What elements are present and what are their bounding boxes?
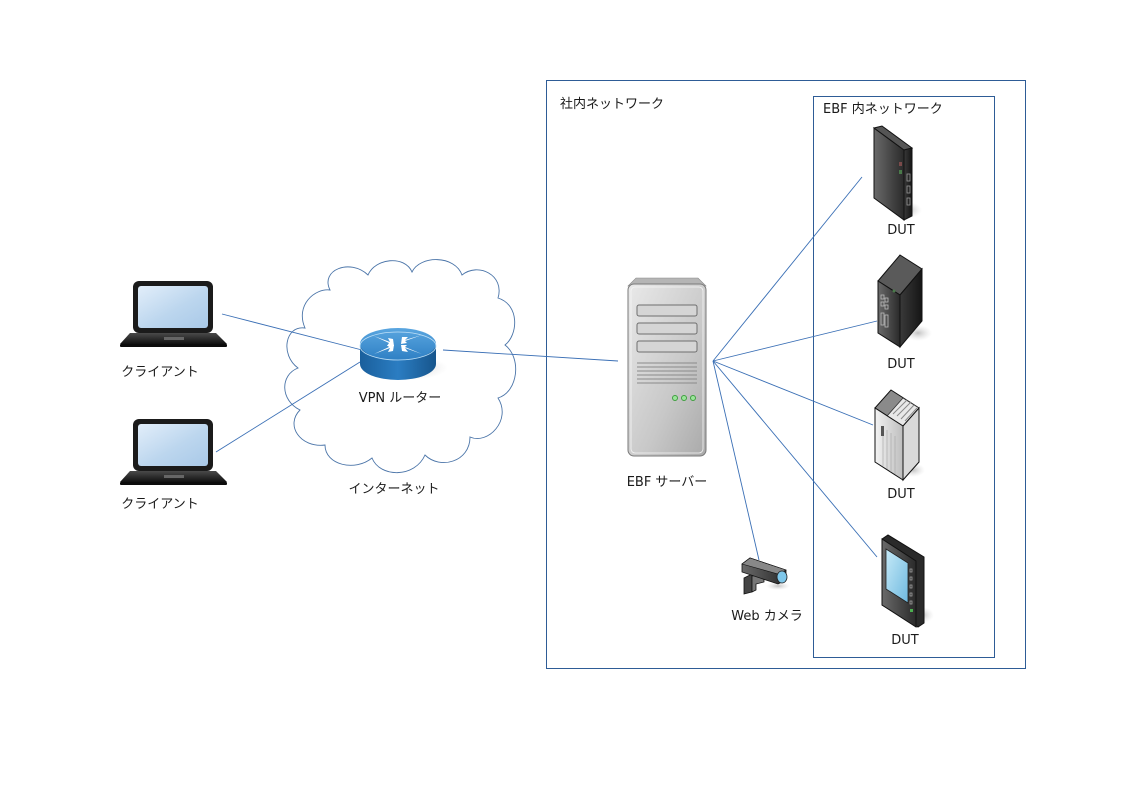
link-server-dut2 — [712, 320, 878, 362]
server-label: EBF サーバー — [626, 475, 708, 490]
corporate-network-label: 社内ネットワーク — [560, 97, 665, 112]
ebf-network-frame — [813, 96, 995, 658]
status-led-group — [672, 395, 696, 401]
client1-label: クライアント — [121, 365, 199, 380]
internet-label: インターネット — [348, 482, 440, 497]
link-server-dut4 — [712, 360, 878, 558]
camera-label: Web カメラ — [731, 609, 803, 624]
link-client2-router — [215, 361, 361, 453]
laptop-icon[interactable] — [120, 419, 227, 485]
laptop-icon[interactable] — [120, 281, 227, 347]
webcam-icon[interactable] — [741, 557, 790, 595]
plc-icon[interactable] — [874, 389, 925, 482]
router-icon[interactable] — [359, 328, 448, 380]
corporate-network-frame — [546, 80, 1026, 669]
dut3-label: DUT — [887, 487, 915, 502]
modem-icon[interactable] — [872, 125, 922, 221]
tower-server-icon[interactable] — [627, 277, 707, 457]
touch-panel-icon[interactable] — [881, 534, 934, 628]
router-label: VPN ルーター — [358, 391, 442, 406]
dut2-label: DUT — [887, 357, 915, 372]
link-router-server — [442, 349, 619, 362]
rack-server-icon[interactable] — [877, 254, 932, 349]
dut4-label: DUT — [891, 633, 919, 648]
link-server-dut1 — [712, 176, 863, 362]
link-server-dut3 — [712, 360, 874, 426]
client2-label: クライアント — [121, 497, 199, 512]
link-client1-router — [221, 313, 363, 351]
dut1-label: DUT — [887, 223, 915, 238]
link-server-camera — [712, 360, 760, 561]
ebf-network-label: EBF 内ネットワーク — [823, 102, 943, 117]
connections — [215, 176, 878, 561]
